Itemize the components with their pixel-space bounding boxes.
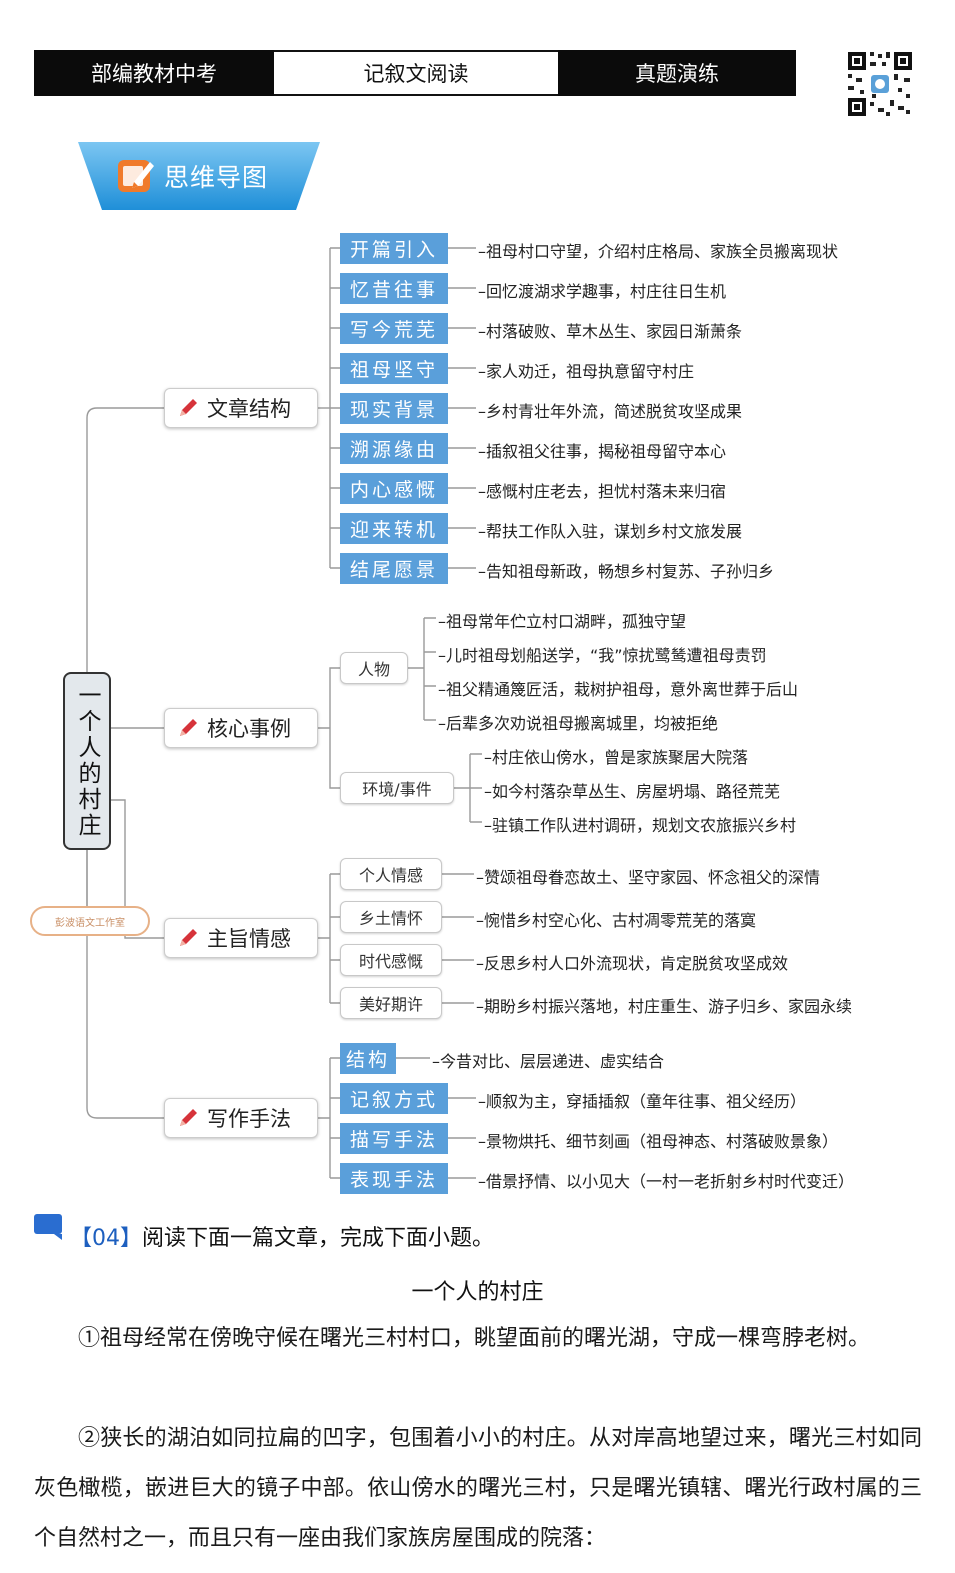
structure-tag: 忆昔往事 xyxy=(340,273,448,304)
writing-tag: 结构 xyxy=(340,1043,396,1074)
leaf-text: 村庄依山傍水，曾是家族聚居大院落 xyxy=(492,748,749,767)
structure-tag: 现实背景 xyxy=(340,393,448,424)
writing-leaf: –借景抒情、以小见大（一村一老折射乡村时代变迁） xyxy=(478,1172,855,1191)
emotion-leaf: –期盼乡村振兴落地，村庄重生、游子归乡、家园永续 xyxy=(476,997,853,1016)
structure-tag: 写今荒芜 xyxy=(340,313,448,344)
leaf-text: 驻镇工作队进村调研，规划文农旅振兴乡村 xyxy=(492,816,797,835)
branch-emotion: 主旨情感 xyxy=(164,918,318,958)
leaf-text: 祖父精通篾匠活，栽树护祖母，意外离世葬于后山 xyxy=(446,680,799,699)
core-env-leaf: –如今村落杂草丛生、房屋坍塌、路径荒芜 xyxy=(484,782,781,801)
structure-leaf: –感慨村庄老去，担忧村落未来归宿 xyxy=(478,482,727,501)
pen-icon xyxy=(180,1109,197,1126)
leaf-text: 儿时祖母划船送学，“我”惊扰鹭鸶遭祖母责罚 xyxy=(446,646,767,665)
core-people-leaf: –儿时祖母划船送学，“我”惊扰鹭鸶遭祖母责罚 xyxy=(438,646,767,665)
leaf-text: 今昔对比、层层递进、虚实结合 xyxy=(440,1052,665,1071)
leaf-text: 反思乡村人口外流现状，肯定脱贫攻坚成效 xyxy=(484,954,789,973)
emotion-leaf: –赞颂祖母眷恋故土、坚守家园、怀念祖父的深情 xyxy=(476,868,821,887)
branch-core-examples: 核心事例 xyxy=(164,708,318,748)
structure-leaf: –帮扶工作队入驻，谋划乡村文旅发展 xyxy=(478,522,743,541)
writing-leaf: –顺叙为主，穿插插叙（童年往事、祖父经历） xyxy=(478,1092,807,1111)
leaf-text: 感慨村庄老去，担忧村落未来归宿 xyxy=(486,482,727,501)
header-tab-practice: 真题演练 xyxy=(558,50,796,96)
pen-icon xyxy=(180,719,197,736)
writing-leaf: –景物烘托、细节刻画（祖母神态、村落破败景象） xyxy=(478,1132,839,1151)
leaf-text: 顺叙为主，穿插插叙（童年往事、祖父经历） xyxy=(486,1092,807,1111)
leaf-text: 祖母村口守望，介绍村庄格局、家族全员搬离现状 xyxy=(486,242,839,261)
mindmap-banner xyxy=(78,142,320,210)
pen-icon xyxy=(180,399,197,416)
header-tab-label: 真题演练 xyxy=(635,62,719,86)
structure-leaf: –家人劝迁，祖母执意留守村庄 xyxy=(478,362,695,381)
structure-leaf: –村落破败、草木丛生、家园日渐萧条 xyxy=(478,322,743,341)
leaf-text: 帮扶工作队入驻，谋划乡村文旅发展 xyxy=(486,522,743,541)
leaf-text: 如今村落杂草丛生、房屋坍塌、路径荒芜 xyxy=(492,782,781,801)
core-people-leaf: –祖父精通篾匠活，栽树护祖母，意外离世葬于后山 xyxy=(438,680,799,699)
leaf-text: 插叙祖父往事，揭秘祖母留守本心 xyxy=(486,442,727,461)
leaf-text: 乡村青壮年外流，简述脱贫攻坚成果 xyxy=(486,402,743,421)
structure-tag: 祖母坚守 xyxy=(340,353,448,384)
branch-label: 写作手法 xyxy=(207,1107,291,1131)
writing-tag: 描写手法 xyxy=(340,1123,448,1154)
branch-label: 文章结构 xyxy=(207,397,291,421)
structure-leaf: –插叙祖父往事，揭秘祖母留守本心 xyxy=(478,442,727,461)
pen-icon xyxy=(180,929,197,946)
comment-icon xyxy=(34,1214,62,1240)
article-paragraph: ②狭长的湖泊如同拉扁的凹字，包围着小小的村庄。从对岸高地望过来，曙光三村如同灰色… xyxy=(34,1426,922,1551)
mindmap-title: 思维导图 xyxy=(164,163,269,192)
article-paragraph: ①祖母经常在傍晚守候在曙光三村村口，眺望面前的曙光湖，守成一棵弯脖老树。 xyxy=(78,1326,871,1351)
leaf-text: 借景抒情、以小见大（一村一老折射乡村时代变迁） xyxy=(486,1172,855,1191)
core-people-leaf: –祖母常年伫立村口湖畔，孤独守望 xyxy=(438,612,687,631)
header-tab-textbook: 部编教材中考 xyxy=(34,50,274,96)
root-label: 一个人的村庄 xyxy=(74,683,100,839)
structure-tag: 溯源缘由 xyxy=(340,433,448,464)
structure-leaf: –告知祖母新政，畅想乡村复苏、子孙归乡 xyxy=(478,562,775,581)
core-people-leaf: –后辈多次劝说祖母搬离城里，均被拒绝 xyxy=(438,714,719,733)
branch-label: 核心事例 xyxy=(207,717,291,741)
emotion-leaf: –惋惜乡村空心化、古村凋零荒芜的落寞 xyxy=(476,911,757,930)
structure-leaf: –乡村青壮年外流，简述脱贫攻坚成果 xyxy=(478,402,743,421)
emotion-node: 乡土情怀 xyxy=(340,901,442,933)
question-number: 【04】 xyxy=(70,1226,142,1251)
branch-structure: 文章结构 xyxy=(164,388,318,428)
leaf-text: 期盼乡村振兴落地，村庄重生、游子归乡、家园永续 xyxy=(484,997,853,1016)
article-title: 一个人的村庄 xyxy=(411,1280,544,1305)
studio-badge: 彭波语文工作室 xyxy=(30,906,150,936)
header-tab-label: 记叙文阅读 xyxy=(363,62,469,86)
core-env-node: 环境/事件 xyxy=(340,772,454,804)
writing-leaf: –今昔对比、层层递进、虚实结合 xyxy=(432,1052,665,1071)
emotion-leaf: –反思乡村人口外流现状，肯定脱贫攻坚成效 xyxy=(476,954,789,973)
question-text: 阅读下面一篇文章，完成下面小题。 xyxy=(142,1226,495,1251)
structure-tag: 开篇引入 xyxy=(340,233,448,264)
structure-tag: 内心感慨 xyxy=(340,473,448,504)
emotion-node: 美好期许 xyxy=(340,987,442,1019)
leaf-text: 后辈多次劝说祖母搬离城里，均被拒绝 xyxy=(446,714,719,733)
writing-tag: 表现手法 xyxy=(340,1163,448,1194)
leaf-text: 家人劝迁，祖母执意留守村庄 xyxy=(486,362,695,381)
leaf-text: 惋惜乡村空心化、古村凋零荒芜的落寞 xyxy=(484,911,757,930)
leaf-text: 村落破败、草木丛生、家园日渐萧条 xyxy=(486,322,743,341)
core-env-leaf: –村庄依山傍水，曾是家族聚居大院落 xyxy=(484,748,749,767)
structure-leaf: –祖母村口守望，介绍村庄格局、家族全员搬离现状 xyxy=(478,242,839,261)
core-people-node: 人物 xyxy=(340,652,408,684)
leaf-text: 祖母常年伫立村口湖畔，孤独守望 xyxy=(446,612,687,631)
leaf-text: 赞颂祖母眷恋故土、坚守家园、怀念祖父的深情 xyxy=(484,868,821,887)
structure-tag: 迎来转机 xyxy=(340,513,448,544)
core-env-leaf: –驻镇工作队进村调研，规划文农旅振兴乡村 xyxy=(484,816,797,835)
question-prompt: 【04】阅读下面一篇文章，完成下面小题。 xyxy=(70,1220,494,1252)
leaf-text: 景物烘托、细节刻画（祖母神态、村落破败景象） xyxy=(486,1132,839,1151)
note-pencil-icon xyxy=(118,160,154,192)
header-tab-genre: 记叙文阅读 xyxy=(274,50,558,96)
leaf-text: 告知祖母新政，畅想乡村复苏、子孙归乡 xyxy=(486,562,775,581)
structure-tag: 结尾愿景 xyxy=(340,553,448,584)
branch-label: 主旨情感 xyxy=(207,927,291,951)
branch-writing: 写作手法 xyxy=(164,1098,318,1138)
leaf-text: 回忆渡湖求学趣事，村庄往日生机 xyxy=(486,282,727,301)
mindmap-root-node: 一个人的村庄 xyxy=(63,672,111,850)
structure-leaf: –回忆渡湖求学趣事，村庄往日生机 xyxy=(478,282,727,301)
qr-code-icon[interactable] xyxy=(846,50,914,118)
header-tab-label: 部编教材中考 xyxy=(91,62,217,86)
emotion-node: 时代感慨 xyxy=(340,944,442,976)
emotion-node: 个人情感 xyxy=(340,858,442,890)
writing-tag: 记叙方式 xyxy=(340,1083,448,1114)
